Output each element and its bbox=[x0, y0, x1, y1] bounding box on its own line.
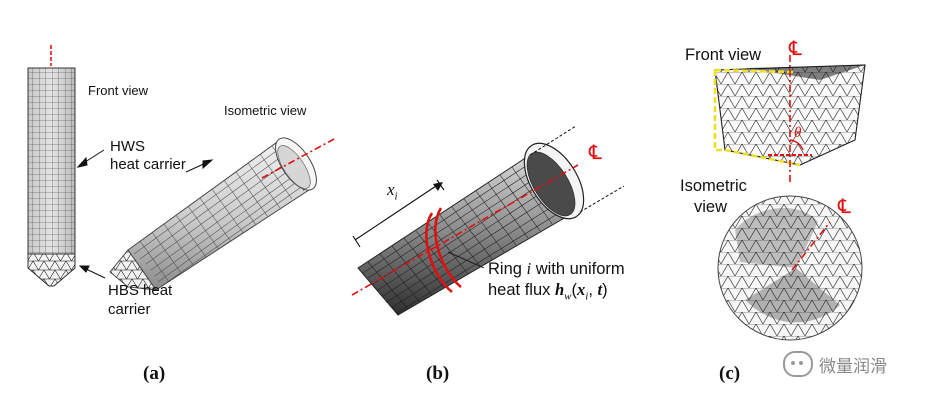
panel-a-front-view-label: Front view bbox=[88, 83, 148, 98]
panel-a-arrows bbox=[76, 149, 214, 279]
panel-b-tag: (b) bbox=[426, 363, 450, 384]
panel-b-ring-label: Ring i with uniform bbox=[488, 259, 625, 278]
panel-c-isometric-label-line1: Isometric bbox=[680, 177, 747, 195]
panel-a-hws-label-line2: heat carrier bbox=[110, 156, 186, 173]
panel-a-tag: (a) bbox=[143, 363, 166, 384]
panel-c-iso-wedge bbox=[717, 195, 863, 341]
panel-b-ring-leader bbox=[447, 251, 485, 269]
panel-a-hbs-label-line2: carrier bbox=[108, 301, 151, 318]
panel-c-iso-centerline-symbol: ℄ bbox=[838, 196, 851, 218]
panel-b-dimension-xi bbox=[352, 179, 445, 248]
panel-a-hws-label-line1: HWS bbox=[110, 138, 145, 155]
panel-a-iso-centerline bbox=[261, 137, 337, 179]
panel-a-isometric-view-label: Isometric view bbox=[224, 103, 307, 118]
panel-b-extension-lower bbox=[579, 185, 625, 213]
panel-c-theta-marker bbox=[768, 139, 812, 156]
panel-b-flux-label: heat flux hw(xi, t) bbox=[488, 280, 608, 303]
panel-a-iso-cone bbox=[109, 249, 157, 291]
wechat-logo-icon bbox=[783, 351, 813, 377]
panel-a-hbs-label-line1: HBS heat bbox=[108, 282, 173, 299]
panel-c-front-view-label: Front view bbox=[685, 46, 762, 64]
panel-b-centerline bbox=[351, 164, 579, 296]
panel-b-cylinder bbox=[357, 142, 585, 316]
watermark: 微量润滑 bbox=[783, 351, 887, 377]
panel-a-front-cylinder bbox=[27, 67, 76, 255]
panel-a-hbs-cone bbox=[27, 253, 76, 287]
panel-b-xi-label: xi bbox=[387, 180, 398, 203]
panel-c-theta-label: θ bbox=[794, 125, 802, 141]
panel-c-front-centerline-symbol: ℄ bbox=[789, 38, 802, 60]
panel-b-extension-upper bbox=[529, 125, 577, 156]
panel-c-tag: (c) bbox=[719, 363, 741, 384]
watermark-text: 微量润滑 bbox=[819, 356, 887, 377]
panel-b-centerline-symbol: ℄ bbox=[589, 142, 602, 164]
panel-c-iso-centerline bbox=[791, 221, 831, 271]
panel-b-heat-flux-ring bbox=[425, 207, 462, 294]
panel-c-isometric-label-line2: view bbox=[694, 198, 728, 216]
